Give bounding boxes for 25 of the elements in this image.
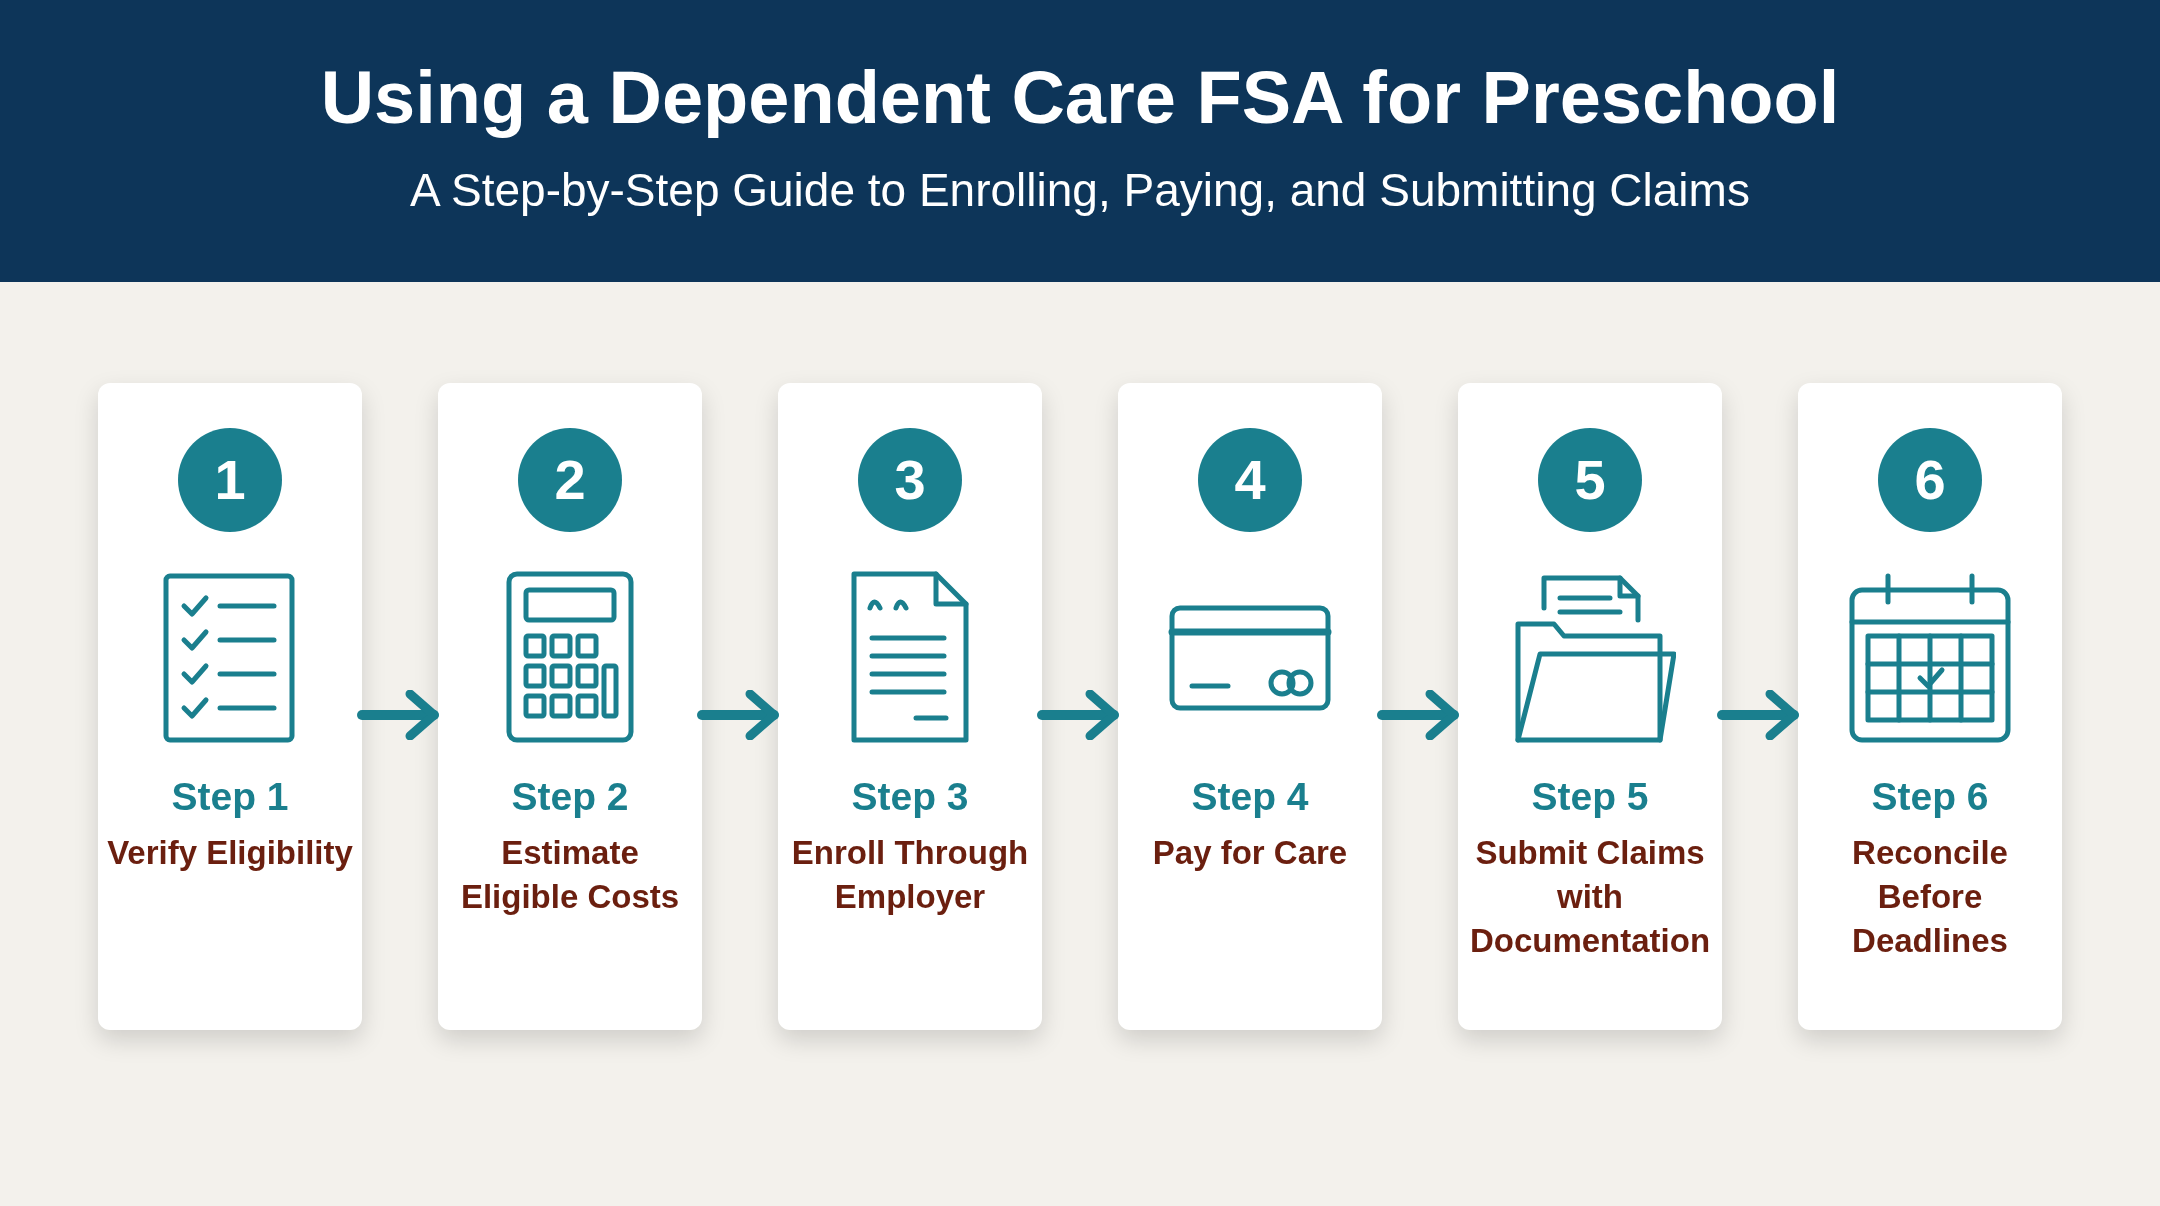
step-card xyxy=(98,383,362,1030)
arrow xyxy=(1037,689,1119,741)
subtitle: A Step-by-Step Guide to Enrolling, Paying, and Submitting Claims xyxy=(410,163,1750,218)
step-label: Step 2 xyxy=(511,774,629,820)
step-title: Pay for Care xyxy=(1151,833,1349,873)
step-label: Step 1 xyxy=(171,774,289,820)
step-title: Verify Eligibility xyxy=(106,833,354,873)
arrow xyxy=(697,689,779,741)
step-card xyxy=(438,383,702,1030)
arrow xyxy=(1377,689,1459,741)
arrow xyxy=(1717,689,1799,741)
step-label: Step 6 xyxy=(1871,774,1989,820)
step-card xyxy=(1458,383,1722,1030)
step-title: Submit Claims with Documentation xyxy=(1468,833,1712,961)
title: Using a Dependent Care FSA for Preschool xyxy=(320,55,1840,141)
step-title: Enroll Through Employer xyxy=(790,833,1030,917)
step-label: Step 3 xyxy=(851,774,969,820)
step-title: Estimate Eligible Costs xyxy=(459,833,681,917)
step-card xyxy=(1798,383,2062,1030)
step-label: Step 4 xyxy=(1191,774,1309,820)
step-card xyxy=(1118,383,1382,1030)
step-card xyxy=(778,383,1042,1030)
step-label: Step 5 xyxy=(1531,774,1649,820)
step-title: Reconcile Before Deadlines xyxy=(1851,833,2009,961)
arrow xyxy=(357,689,439,741)
